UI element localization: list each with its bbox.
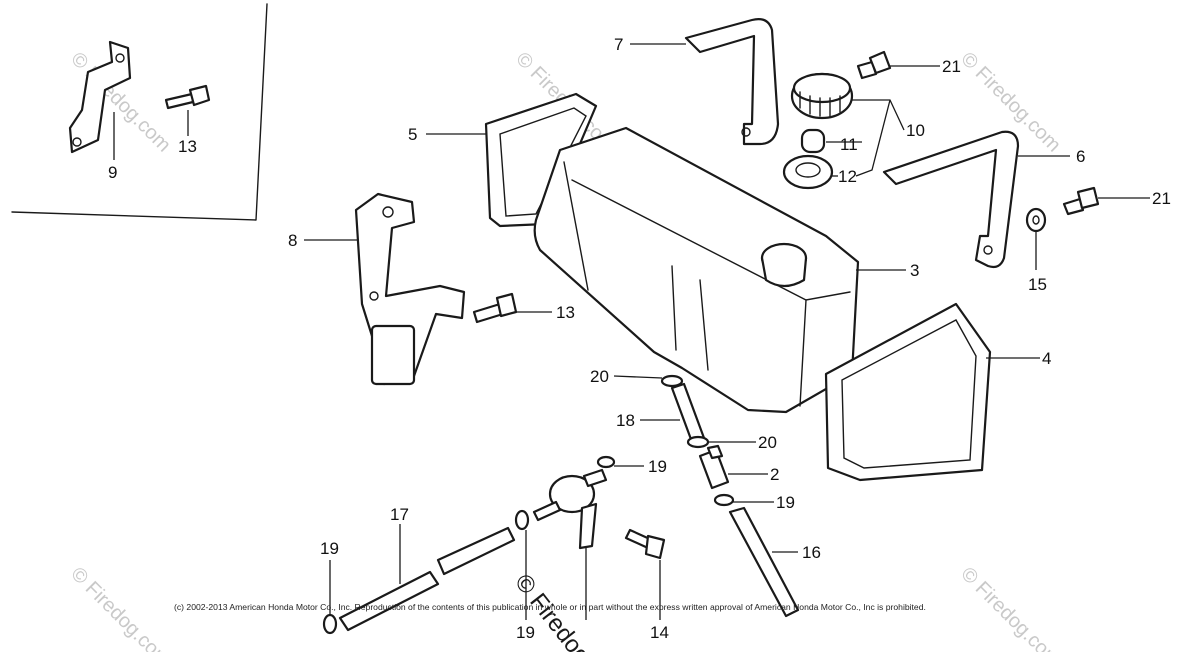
part-3-fuel-tank — [533, 126, 860, 414]
part-14-bolt — [624, 528, 666, 560]
callout-7: 7 — [614, 35, 623, 54]
part-16-hose — [728, 506, 800, 618]
part-17-hose — [338, 526, 516, 632]
copyright-notice: (c) 2002-2013 American Honda Motor Co., … — [174, 602, 926, 612]
part-4-cushion — [824, 302, 992, 482]
part-2-fuel-filter — [698, 444, 730, 490]
part-8-bracket — [354, 192, 466, 386]
part-fuel-valve — [532, 468, 608, 550]
part-11-filter — [800, 128, 826, 154]
callout-labels: 7 21 21 5 10 11 12 6 3 15 4 8 13 20 18 2… — [108, 35, 1171, 642]
callout-19-outlet: 19 — [516, 623, 535, 642]
part-20-clip-top — [660, 374, 684, 388]
callout-18: 18 — [616, 411, 635, 430]
part-15-washer — [1025, 207, 1047, 233]
callout-20-bottom: 20 — [758, 433, 777, 452]
part-13-bolt — [472, 292, 518, 324]
callout-4: 4 — [1042, 349, 1051, 368]
part-10-fuel-cap — [790, 72, 854, 120]
callout-9: 9 — [108, 163, 117, 182]
callout-2: 2 — [770, 465, 779, 484]
part-19-clip-outlet — [514, 509, 530, 531]
inset-border — [11, 3, 268, 221]
callout-17: 17 — [390, 505, 409, 524]
part-20-clip-bottom — [686, 435, 710, 449]
part-21-bolt-right — [1062, 186, 1100, 216]
part-12-gasket — [782, 154, 834, 190]
callout-5: 5 — [408, 125, 417, 144]
part-9-bracket — [68, 40, 132, 154]
callout-11: 11 — [840, 135, 858, 154]
callout-19-valve: 19 — [648, 457, 667, 476]
callout-21-right: 21 — [1152, 189, 1171, 208]
part-18-hose — [670, 382, 706, 444]
callout-8: 8 — [288, 231, 297, 250]
part-6-strap — [882, 130, 1020, 269]
part-19-clip-valve — [596, 455, 616, 469]
callout-6: 6 — [1076, 147, 1085, 166]
callout-16: 16 — [802, 543, 821, 562]
leader-lines — [113, 43, 1150, 620]
callout-10: 10 — [906, 121, 925, 140]
watermark-4: © Firedog.com — [66, 563, 175, 652]
watermark-5: © Firedog.com — [956, 563, 1065, 652]
callout-21-top: 21 — [942, 57, 961, 76]
part-19-clip-filter — [713, 493, 735, 507]
callout-19-left: 19 — [320, 539, 339, 558]
part-21-bolt-top — [856, 50, 892, 80]
callout-20-top: 20 — [590, 367, 609, 386]
callout-3: 3 — [910, 261, 919, 280]
callout-13-main: 13 — [556, 303, 575, 322]
part-7-strap — [684, 18, 780, 146]
callout-14: 14 — [650, 623, 669, 642]
callout-19-filter: 19 — [776, 493, 795, 512]
callout-15: 15 — [1028, 275, 1047, 294]
callout-12: 12 — [838, 167, 857, 186]
part-13-bolt-inset — [164, 84, 211, 110]
callout-13-inset: 13 — [178, 137, 197, 156]
part-19-clip-left — [322, 613, 338, 635]
